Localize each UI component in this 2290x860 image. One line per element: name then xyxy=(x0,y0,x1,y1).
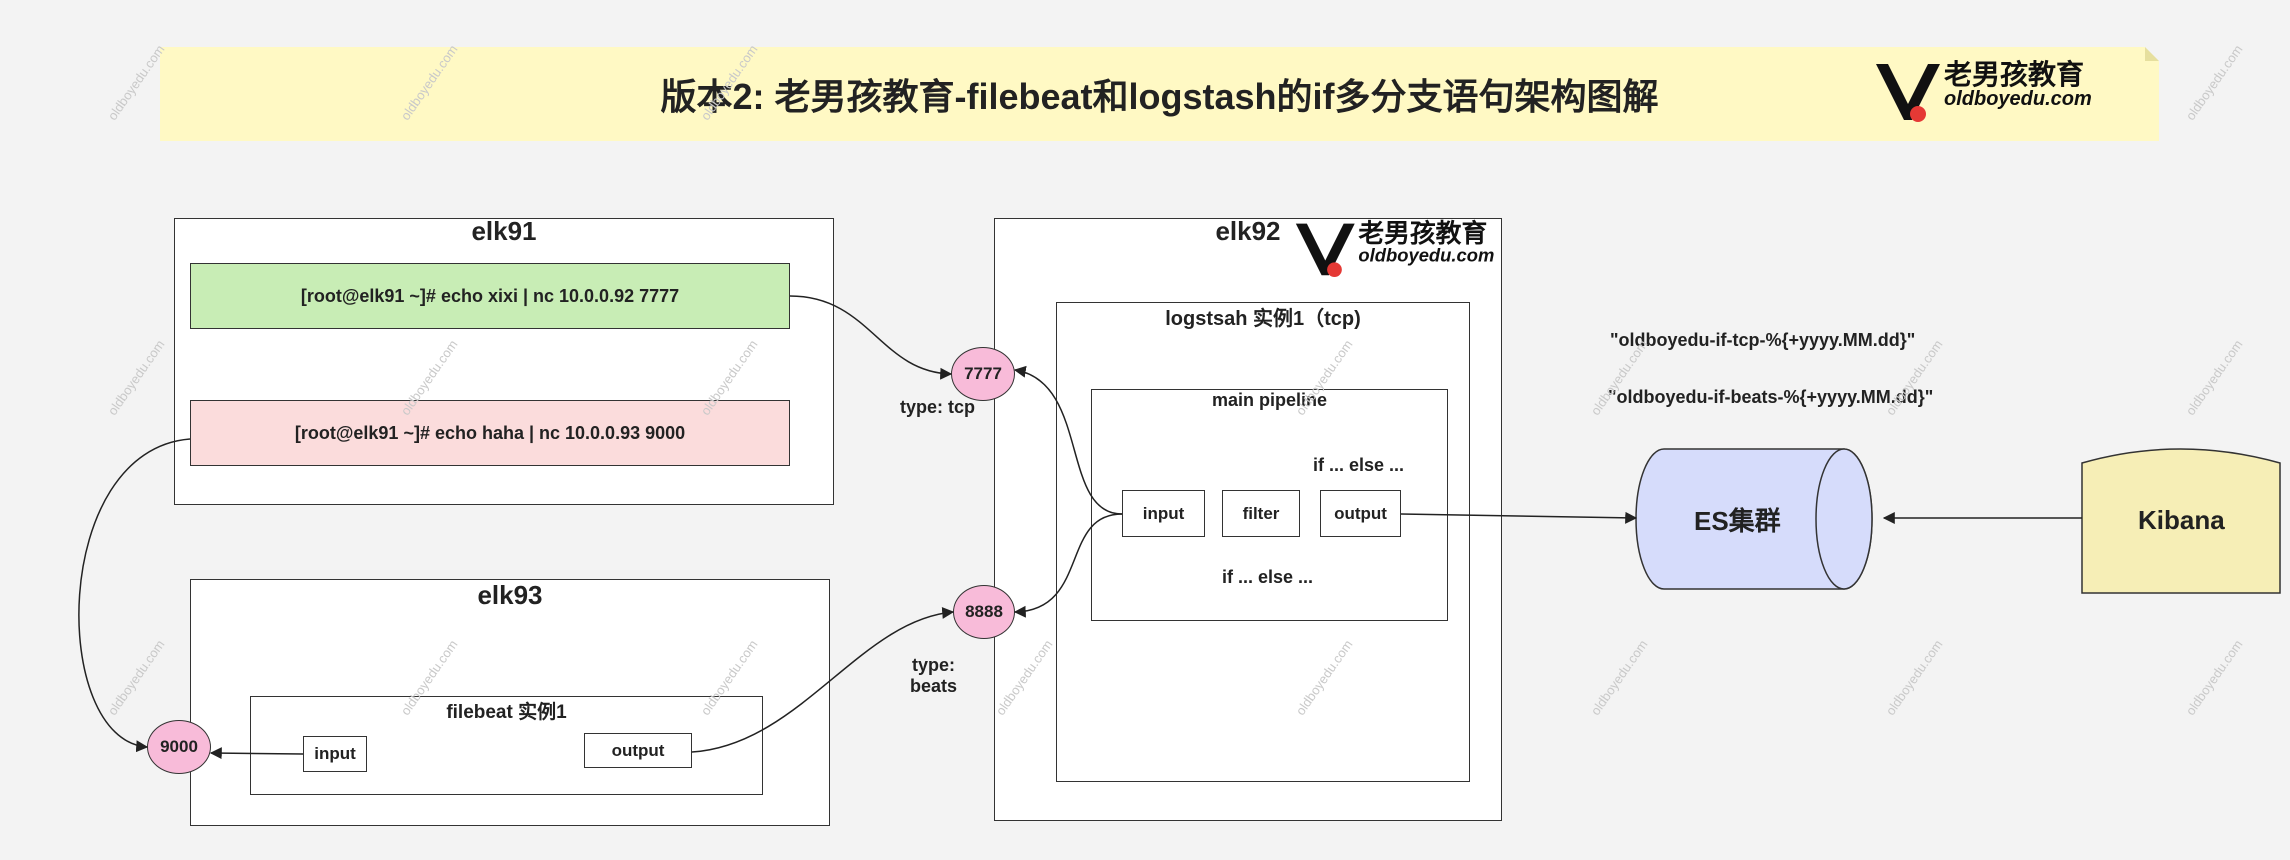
port-7777-type: type: tcp xyxy=(900,397,976,417)
edge-output-to-8888 xyxy=(691,606,955,753)
elk92-title: elk92 xyxy=(1215,216,1281,246)
es-cluster-cylinder xyxy=(1635,448,1873,590)
logstash-instance-title: logstsah 实例1（tcp) xyxy=(1165,308,1361,330)
index-tcp: "oldboyedu-if-tcp-%{+yyyy.MM.dd}" xyxy=(1610,330,1916,350)
port-8888: 8888 xyxy=(953,585,1015,639)
title-banner xyxy=(160,47,2159,141)
elk92-logo-en-text: oldboyedu.com xyxy=(1358,246,1495,267)
elk91-cmd-xixi: [root@elk91 ~]# echo xixi | nc 10.0.0.92… xyxy=(190,263,790,329)
edge-cmd1-to-7777 xyxy=(789,295,953,380)
elk91-cmd-haha: [root@elk91 ~]# echo haha | nc 10.0.0.93… xyxy=(190,400,790,466)
edge-logstash-input-to-7777 xyxy=(1013,365,1123,515)
es-cluster-label: ES集群 xyxy=(1694,506,1781,536)
elk92-logo-cn-text: 老男孩教育 xyxy=(1358,219,1488,248)
edge-cmd2-to-9000 xyxy=(78,438,191,753)
filebeat-instance-title: filebeat 实例1 xyxy=(446,702,567,723)
logo-en-text: oldboyedu.com xyxy=(1944,88,2092,111)
logo-cn-text: 老男孩教育 xyxy=(1944,59,2085,90)
logo-v-icon xyxy=(1874,60,1944,124)
elk91-title: elk91 xyxy=(471,216,537,246)
elk92-logo: 老男孩教育 oldboyedu.com xyxy=(1294,220,1494,279)
edge-logstash-input-to-8888 xyxy=(1013,513,1123,618)
filebeat-input-box: input xyxy=(303,736,367,772)
page-title: 版本2: 老男孩教育-filebeat和logstash的if多分支语句架构图解 xyxy=(660,76,1659,117)
elk92-logo-v-icon xyxy=(1294,220,1358,279)
edge-input-to-9000 xyxy=(209,747,304,760)
logo: 老男孩教育 oldboyedu.com xyxy=(1874,60,2092,124)
port-7777: 7777 xyxy=(951,347,1015,401)
main-pipeline-title: main pipeline xyxy=(1211,390,1328,410)
port-9000: 9000 xyxy=(147,720,211,774)
if-else-top: if ... else ... xyxy=(1313,455,1405,475)
filebeat-output-box: output xyxy=(584,733,692,768)
elk93-title: elk93 xyxy=(477,580,543,610)
kibana-shape xyxy=(2081,448,2281,594)
edge-output-to-es xyxy=(1400,511,1638,524)
kibana-label: Kibana xyxy=(2138,505,2225,535)
if-else-bottom: if ... else ... xyxy=(1222,567,1314,587)
port-8888-type-line1: type: xyxy=(912,655,956,675)
index-beats: "oldboyedu-if-beats-%{+yyyy.MM.dd}" xyxy=(1608,387,1934,407)
port-8888-type: type: beats xyxy=(910,655,957,696)
logstash-input-box: input xyxy=(1122,490,1205,537)
logstash-output-box: output xyxy=(1320,490,1401,537)
logstash-filter-box: filter xyxy=(1222,490,1300,537)
port-8888-type-line2: beats xyxy=(910,675,958,696)
banner-fold xyxy=(2145,47,2159,61)
